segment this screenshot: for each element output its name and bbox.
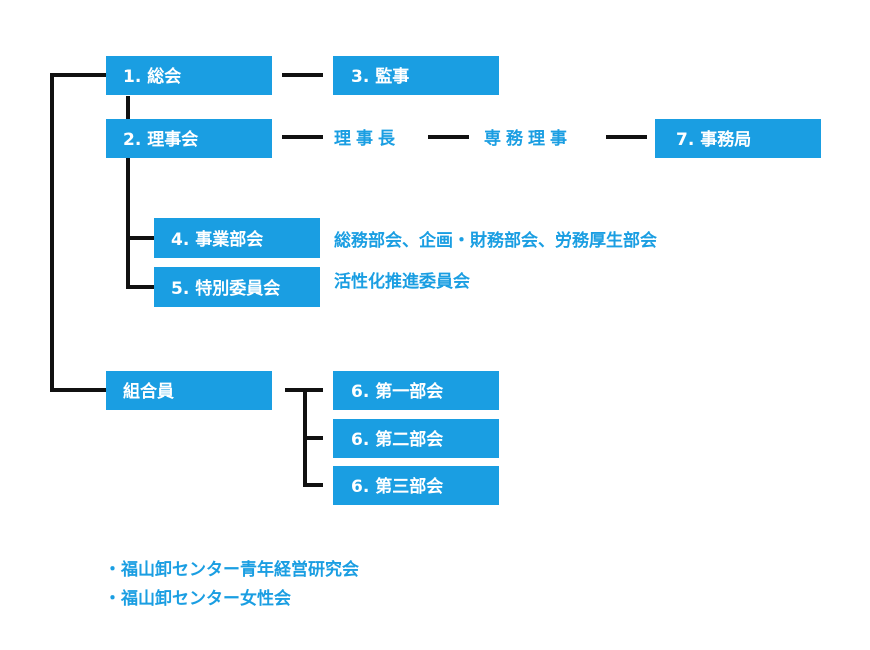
kumiaiin-box: [106, 371, 272, 410]
main-spine-line: [50, 73, 106, 392]
daisan-bukai-box: [333, 466, 499, 505]
tokubetsu-iinkai-box: [154, 267, 320, 307]
blue-labels: 理事長 専務理事 総務部会、企画・財務部会、労務厚生部会 活性化推進委員会 ・福…: [104, 128, 657, 609]
kanji-box: [333, 56, 499, 95]
jigyoubukai-label: 4. 事業部会: [171, 229, 263, 250]
tokubetsu-iinkai-label: 5. 特別委員会: [171, 278, 280, 299]
soukai-label: 1. 総会: [123, 66, 181, 87]
rijikai-label: 2. 理事会: [123, 129, 198, 150]
kanji-label: 3. 監事: [351, 66, 409, 87]
rijichou-label: 理事長: [334, 129, 400, 149]
jigyoubukai-box: [154, 218, 320, 258]
kumiaiin-label: 組合員: [123, 381, 174, 402]
daini-bukai-box: [333, 419, 499, 458]
box-labels: 1. 総会 3. 監事 2. 理事会 7. 事務局 4. 事業部会 5. 特別委…: [123, 66, 751, 497]
note-joseikai: ・福山卸センター女性会: [104, 588, 291, 609]
connector-lines: [50, 73, 647, 487]
jigyoubukai-members-label: 総務部会、企画・財務部会、労務厚生部会: [334, 230, 657, 251]
jimukyoku-box: [655, 119, 821, 158]
jimukyoku-label: 7. 事務局: [676, 129, 751, 150]
box-shapes: [106, 56, 821, 505]
daini-bukai-label: 6. 第二部会: [351, 429, 443, 450]
rijikai-box: [106, 119, 272, 158]
note-seinen-keiei: ・福山卸センター青年経営研究会: [104, 559, 359, 580]
kumiaiin-bukai-connector: [285, 388, 323, 487]
tokubetsu-members-label: 活性化推進委員会: [334, 271, 470, 292]
daisan-bukai-label: 6. 第三部会: [351, 476, 443, 497]
soukai-box: [106, 56, 272, 95]
daiichi-bukai-box: [333, 371, 499, 410]
daiichi-bukai-label: 6. 第一部会: [351, 381, 443, 402]
senmu-riji-label: 専務理事: [484, 128, 572, 149]
rijikai-bukai-connector: [126, 158, 155, 289]
